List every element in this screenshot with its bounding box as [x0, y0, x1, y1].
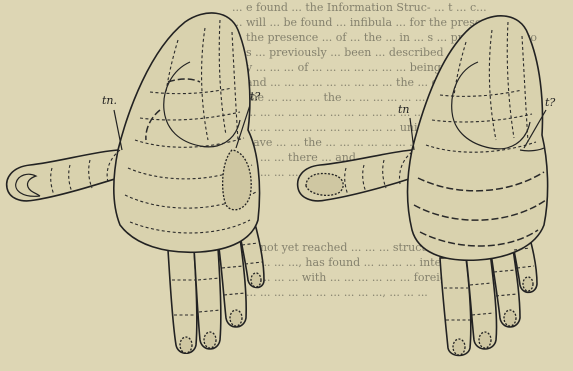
right-tn-pointer — [410, 118, 414, 150]
left-fingertip-pad — [180, 337, 192, 353]
left-fingertip-pad — [251, 273, 261, 287]
left-tn-pointer — [114, 110, 122, 150]
left-fingertip-pad — [204, 332, 216, 348]
left-label-t: t? — [250, 90, 260, 103]
right-fingertip-pad — [523, 277, 533, 291]
right-hand-figure: tn t? — [298, 16, 556, 356]
right-fingertip-pad — [453, 339, 465, 355]
right-label-t: t? — [545, 96, 555, 109]
right-fingertip-pad — [479, 332, 491, 348]
left-label-tn: tn. — [102, 94, 117, 107]
right-palm — [408, 16, 548, 260]
left-fingertip-pad — [230, 310, 242, 326]
right-thumb-nail — [306, 174, 343, 196]
right-fingertip-pad — [504, 310, 516, 326]
left-hand-figure: tn. t? — [7, 13, 264, 353]
right-label-tn: tn — [398, 103, 410, 116]
